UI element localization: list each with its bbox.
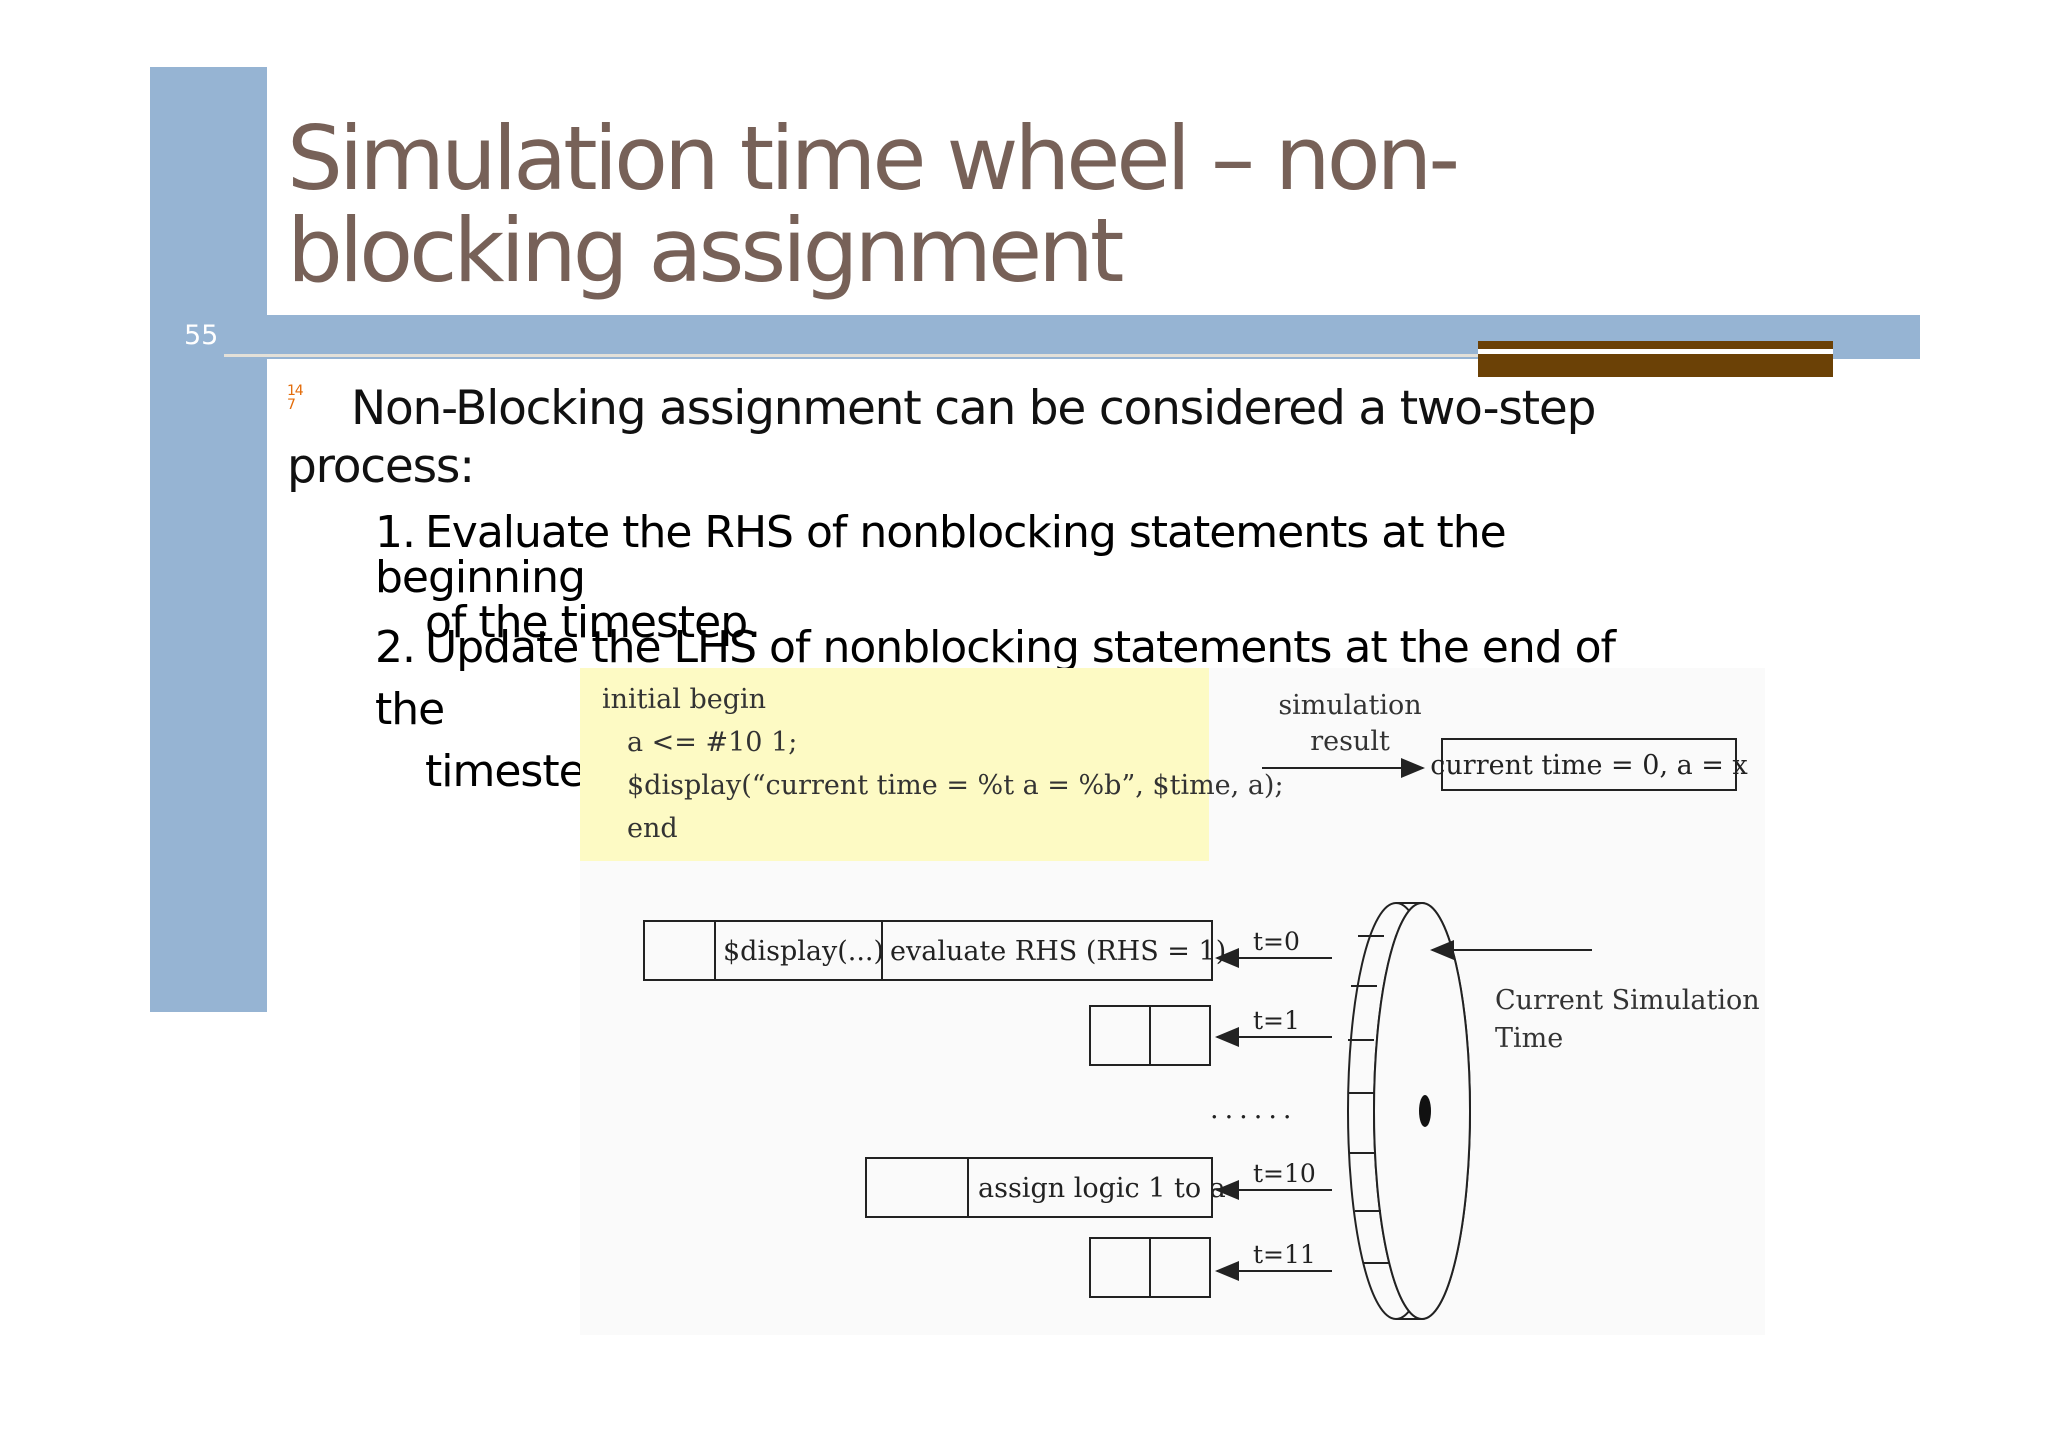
divider-line bbox=[224, 354, 1484, 357]
side-bar-decoration bbox=[150, 67, 267, 1012]
t-label-1: t=1 bbox=[1253, 1006, 1300, 1035]
wheel-label-2: Time bbox=[1495, 1023, 1563, 1054]
code-line-4: end bbox=[627, 813, 678, 844]
bullet-line-1: 14 7 Non-Blocking assignment can be consi… bbox=[287, 380, 1687, 438]
queue-t10 bbox=[865, 1157, 1213, 1218]
code-highlight-box bbox=[572, 668, 1209, 861]
t-label-11: t=11 bbox=[1253, 1240, 1316, 1269]
queue-t0-display: $display(...) bbox=[723, 936, 884, 967]
time-wheel-diagram: initial begin a <= #10 1; $display(“curr… bbox=[572, 668, 1765, 1335]
accent-bar bbox=[1478, 341, 1833, 377]
wheel-label-1: Current Simulation bbox=[1495, 985, 1760, 1016]
queue-t10-assign: assign logic 1 to a bbox=[978, 1173, 1226, 1204]
bullet-marker: 14 7 bbox=[287, 382, 304, 413]
bullet-text-line-1: Non-Blocking assignment can be considere… bbox=[351, 381, 1596, 436]
step-item-1: 1.Evaluate the RHS of nonblocking statem… bbox=[375, 510, 1655, 645]
result-box bbox=[1441, 738, 1737, 791]
code-line-2: a <= #10 1; bbox=[627, 727, 797, 758]
code-line-1: initial begin bbox=[602, 684, 766, 715]
step-number: 2. bbox=[375, 622, 416, 673]
t-label-0: t=0 bbox=[1253, 927, 1300, 956]
sim-result-label-2: result bbox=[1310, 726, 1390, 757]
t-label-10: t=10 bbox=[1253, 1159, 1316, 1188]
sim-result-label-1: simulation bbox=[1278, 690, 1421, 721]
step-text-line-1: Evaluate the RHS of nonblocking statemen… bbox=[375, 507, 1507, 603]
slide-title: Simulation time wheel – non-blocking ass… bbox=[287, 107, 1460, 302]
bullet-text: 14 7 Non-Blocking assignment can be consi… bbox=[287, 380, 1687, 496]
code-line-3: $display(“current time = %t a = %b”, $ti… bbox=[627, 770, 1284, 801]
queue-t0 bbox=[643, 920, 1213, 981]
slide-number: 55 bbox=[184, 320, 219, 351]
diagram-svg: initial begin a <= #10 1; $display(“curr… bbox=[572, 668, 1760, 1320]
queue-t0-evaluate: evaluate RHS (RHS = 1) bbox=[890, 936, 1226, 967]
step-text-line-1: Update the LHS of nonblocking statements… bbox=[375, 622, 1616, 735]
result-box-text: current time = 0, a = x bbox=[1430, 750, 1747, 781]
time-wheel bbox=[1347, 902, 1471, 1320]
accent-bar-gap bbox=[1478, 349, 1833, 354]
bullet-text-line-2: process: bbox=[287, 439, 475, 494]
step-text-line-2: of the timestep. bbox=[425, 597, 761, 648]
step-number: 1. bbox=[375, 507, 416, 558]
ellipsis: ...... bbox=[1210, 1094, 1298, 1125]
